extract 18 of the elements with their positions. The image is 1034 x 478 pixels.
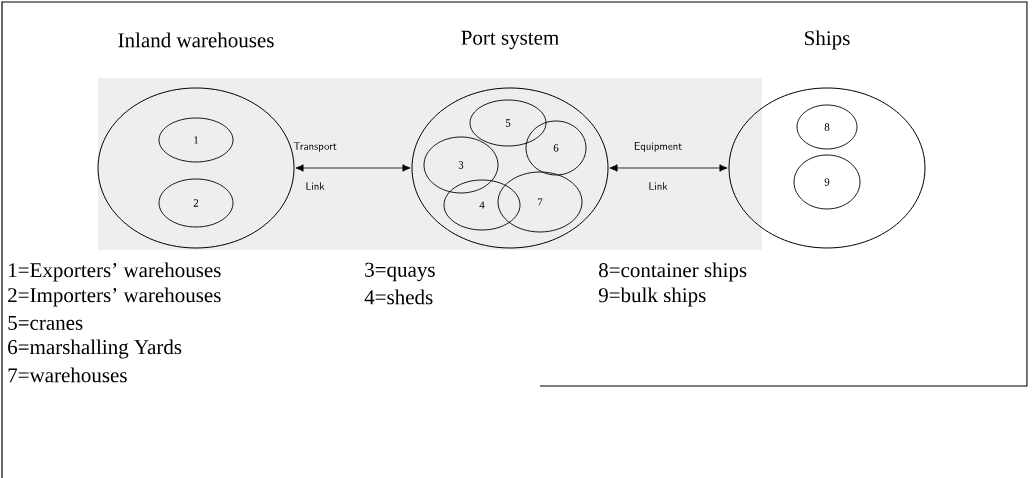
link-label: Link [649, 182, 668, 190]
node-label: Inland warehouses [118, 32, 274, 48]
edge-label: Transport [293, 142, 337, 152]
legend-text: 1=Exporters’ warehouses [9, 262, 221, 282]
arrow [609, 164, 728, 172]
legend-text: 6=marshalling Yards [8, 339, 182, 359]
legend-text: 5=cranes [8, 316, 83, 330]
legend-text: 3=quays [365, 262, 435, 282]
legend-text: 4=sheds [364, 289, 433, 305]
legend-text: 7=warehouses [8, 367, 127, 383]
arrow [295, 164, 411, 172]
link-label: Link [306, 182, 325, 190]
edge-label: Equipment [634, 142, 682, 152]
legend-text: 9=bulk ships [598, 287, 706, 307]
legend-text: 8=container ships [599, 262, 747, 282]
legend-text: 2=Importers’ warehouses [8, 287, 221, 307]
node-label: Port system [461, 30, 559, 50]
node-label: Ships [805, 30, 850, 50]
